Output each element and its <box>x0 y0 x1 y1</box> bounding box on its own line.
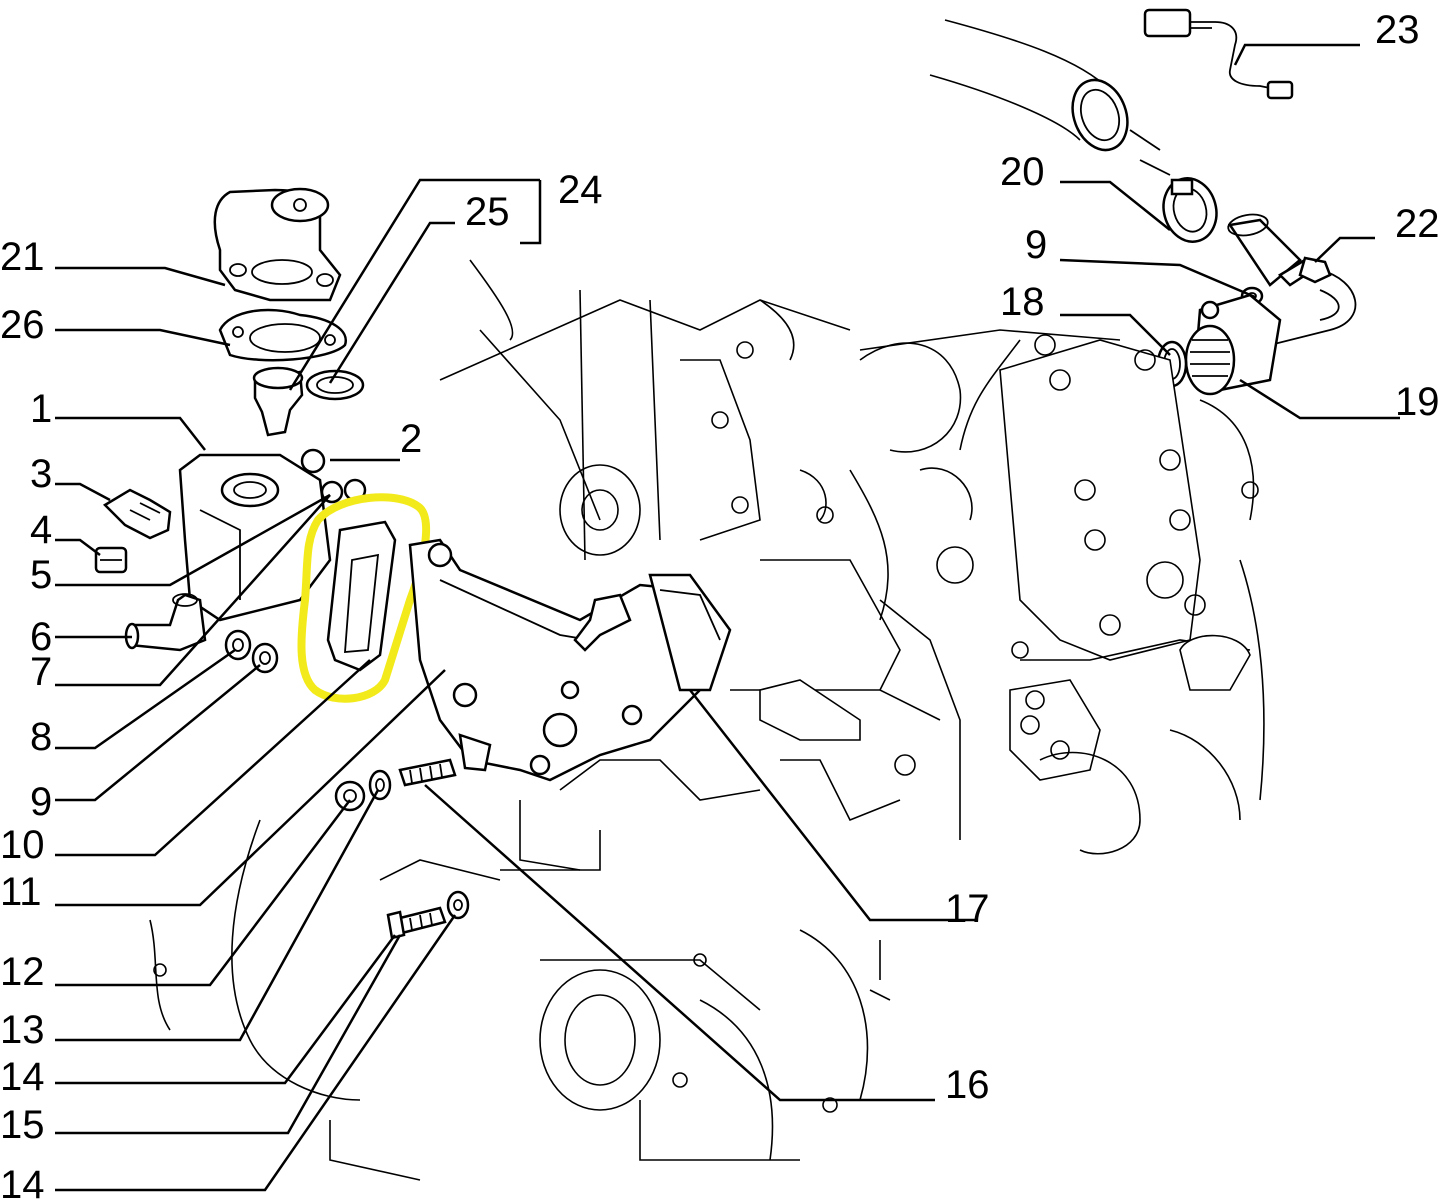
egr-pipe <box>1227 213 1357 346</box>
thermostat <box>252 366 304 437</box>
callout-9-left: 9 <box>30 780 52 824</box>
callout-2: 2 <box>400 417 422 461</box>
temperature-sender <box>102 488 172 540</box>
callout-10: 10 <box>0 823 45 867</box>
thermostat-seal <box>305 369 365 401</box>
callout-21: 21 <box>0 235 45 279</box>
callout-1: 1 <box>30 387 52 431</box>
engine-block-background <box>149 259 1265 1181</box>
callout-5: 5 <box>30 553 52 597</box>
outlet-gasket <box>218 308 347 362</box>
callout-25: 25 <box>465 190 510 234</box>
water-outlet-elbow <box>213 187 342 302</box>
callout-19: 19 <box>1395 380 1440 424</box>
callout-7: 7 <box>30 650 52 694</box>
callout-14-upper: 14 <box>0 1055 45 1099</box>
callout-16: 16 <box>945 1063 990 1107</box>
nut-and-washer <box>334 769 392 812</box>
leader-lines <box>55 43 1400 1192</box>
callout-15: 15 <box>0 1103 45 1147</box>
callout-24: 24 <box>558 168 603 212</box>
callout-22: 22 <box>1395 202 1440 246</box>
hose-union <box>124 593 207 652</box>
oil-cooler-bracket <box>408 538 732 782</box>
callout-6: 6 <box>30 615 52 659</box>
oil-cooler-gasket <box>326 520 397 672</box>
callout-11: 11 <box>0 870 42 914</box>
callout-18: 18 <box>1000 280 1045 324</box>
exhaust-clamp <box>1162 177 1218 243</box>
exhaust-pipe <box>929 19 1171 176</box>
callout-20: 20 <box>1000 150 1045 194</box>
lambda-sensor <box>1143 8 1294 100</box>
callout-17: 17 <box>945 887 990 931</box>
stud-bolt <box>398 758 457 787</box>
callout-9-right: 9 <box>1025 223 1047 267</box>
cylinder-head-flange <box>999 334 1251 781</box>
callout-12: 12 <box>0 950 45 994</box>
callout-8: 8 <box>30 715 52 759</box>
callout-4: 4 <box>30 508 52 552</box>
callout-13: 13 <box>0 1008 45 1052</box>
egr-valve-flange <box>1156 293 1282 396</box>
callout-labels: 21 26 1 3 4 5 6 7 8 9 10 11 12 13 14 15 … <box>0 8 1440 1203</box>
callout-3: 3 <box>30 452 52 496</box>
screw-and-washer <box>386 890 470 940</box>
plug-screw <box>94 546 128 574</box>
callout-23: 23 <box>1375 8 1420 52</box>
callout-26: 26 <box>0 303 45 347</box>
highlight-ring <box>297 493 431 703</box>
callout-14-lower: 14 <box>0 1163 45 1203</box>
